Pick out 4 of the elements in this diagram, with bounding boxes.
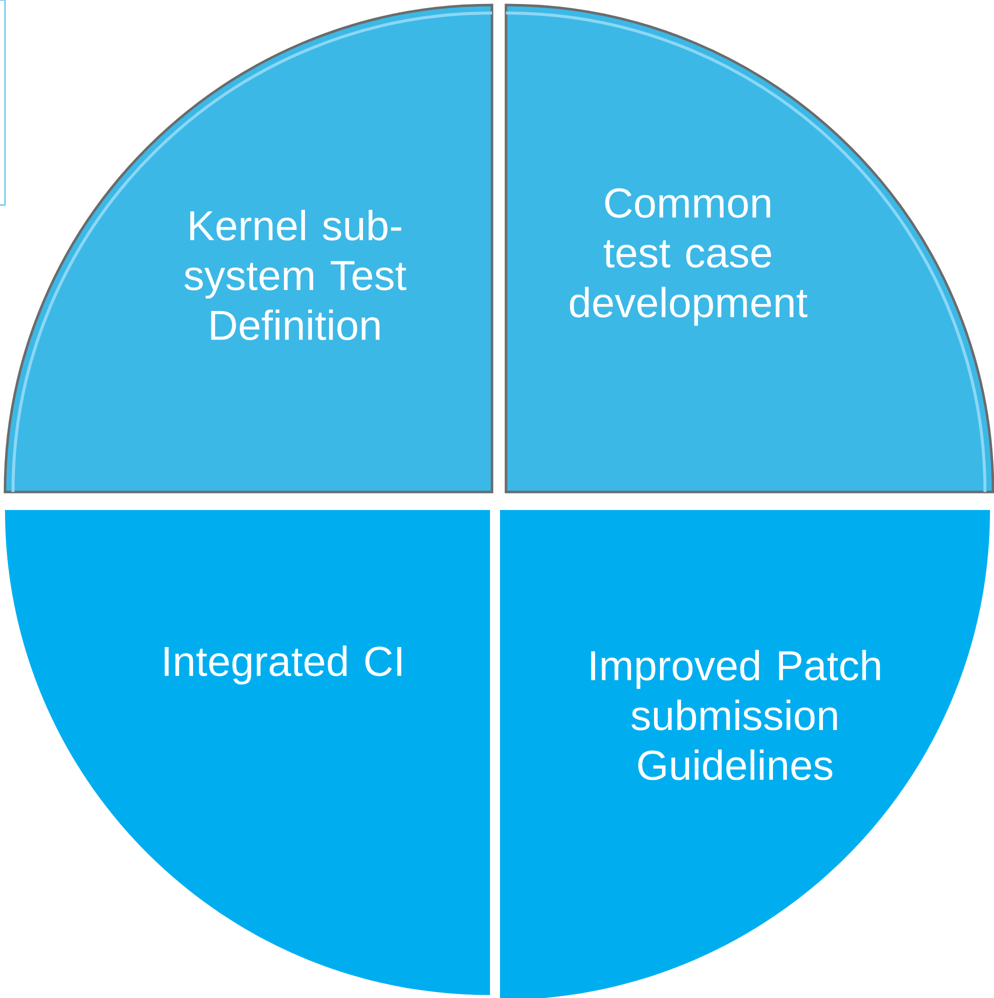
quadrant-segment: Common test case development bbox=[504, 4, 994, 494]
quadrant-segment: Integrated CI bbox=[5, 510, 490, 995]
quadrant-segment: Kernel sub-system Test Definition bbox=[4, 4, 494, 494]
quadrant-segment: Improved Patch submission Guidelines bbox=[500, 510, 990, 998]
